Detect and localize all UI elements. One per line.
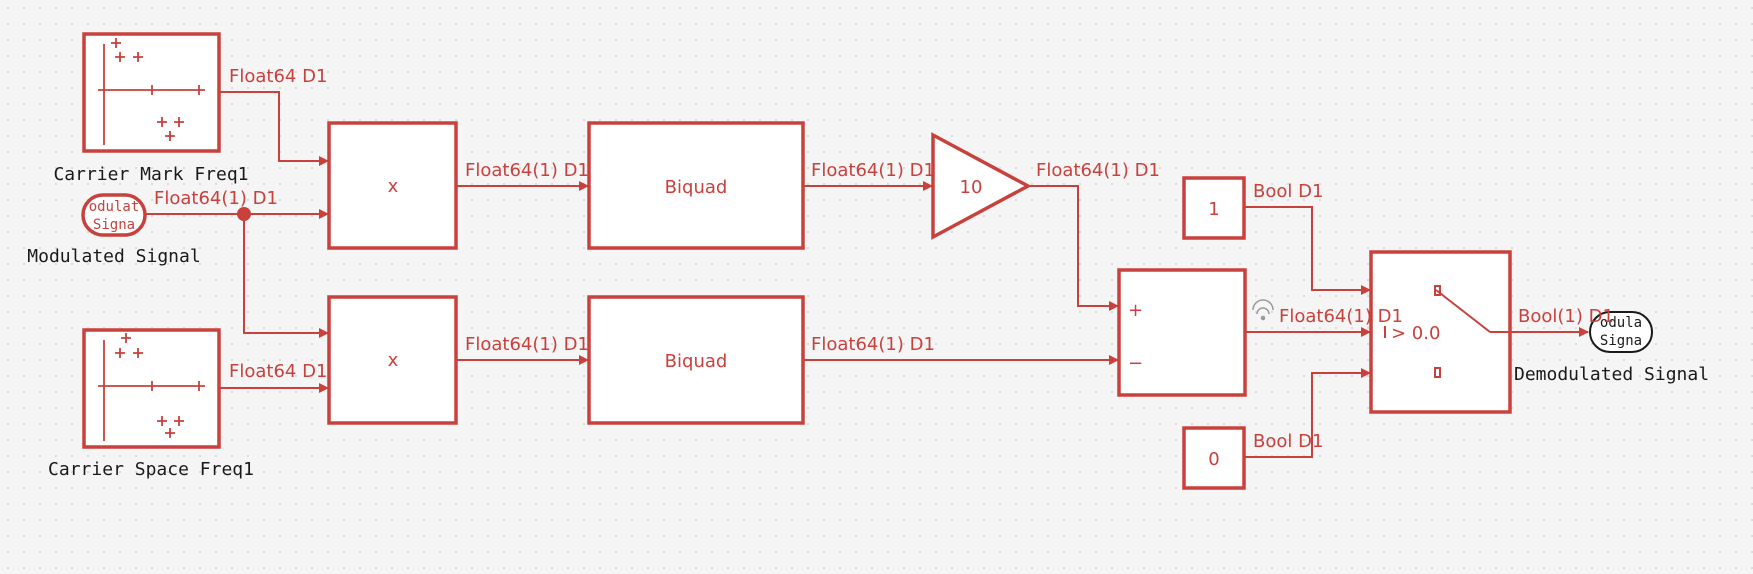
biquad-label: Biquad [665,351,728,372]
carrier-space-label: Carrier Space Freq1 [48,459,254,480]
signal-label-biquad-bottom: Float64(1) D1 [811,334,935,355]
signal-label-product-bottom: Float64(1) D1 [465,334,589,355]
sum-minus-sign: − [1128,353,1143,374]
biquad-block-top[interactable]: Biquad [587,121,805,250]
signal-label-gain: Float64(1) D1 [1036,160,1160,181]
product-symbol: x [388,350,399,371]
scope-plot-icon [98,333,205,441]
gain-value: 10 [960,177,983,198]
constant-value: 0 [1208,449,1219,470]
wires [146,91,1589,458]
demodulated-signal-label: Demodulated Signal [1514,364,1709,385]
constant-value: 1 [1208,199,1219,220]
sum-block[interactable]: + − [1117,268,1247,397]
switch-block[interactable]: > 0.0 [1369,250,1512,414]
product-block-bottom[interactable]: x [327,295,458,425]
gain-block[interactable]: 10 [931,132,1032,240]
signal-label-biquad-top: Float64(1) D1 [811,160,935,181]
signal-broadcast-icon [1252,299,1274,321]
modulated-signal-inport[interactable]: odulat Signa Modulated Signal [27,193,201,267]
signal-label-sum: Float64(1) D1 [1279,306,1403,327]
carrier-space-block[interactable]: Carrier Space Freq1 [48,328,254,480]
wire-gain-to-sum[interactable] [1030,185,1119,311]
product-symbol: x [388,176,399,197]
modulated-signal-label: Modulated Signal [27,246,200,267]
carrier-mark-block[interactable]: Carrier Mark Freq1 [53,32,249,185]
switch-threshold: > 0.0 [1391,323,1440,344]
signal-label-mark: Float64 D1 [229,66,327,87]
outport-text-1: odula [1600,315,1642,331]
biquad-block-bottom[interactable]: Biquad [587,295,805,425]
carrier-mark-label: Carrier Mark Freq1 [53,164,248,185]
constant-one-block[interactable]: 1 [1182,176,1246,240]
biquad-label: Biquad [665,177,728,198]
signal-label-space: Float64 D1 [229,361,327,382]
wire-one-to-switch[interactable] [1245,206,1371,295]
constant-zero-block[interactable]: 0 [1182,426,1246,490]
outport-text-2: Signa [1600,333,1642,349]
demodulated-signal-outport[interactable]: odula Signa Demodulated Signal [1514,311,1709,385]
inport-text-1: odulat [89,199,140,215]
branch-point [237,207,251,221]
signal-label-product-top: Float64(1) D1 [465,160,589,181]
wire-zero-to-switch[interactable] [1245,368,1371,458]
product-block-top[interactable]: x [327,121,458,250]
switch-icon [1384,285,1511,378]
signal-label-switch: Bool(1) D1 [1518,306,1614,327]
scope-plot-icon [98,38,205,145]
signal-label-one: Bool D1 [1253,181,1323,202]
sum-plus-sign: + [1128,300,1143,321]
signal-label-modulated: Float64(1) D1 [154,188,278,209]
signal-label-zero: Bool D1 [1253,431,1323,452]
wire-mod-branch-to-product-bottom[interactable] [243,214,329,338]
wire-mark-to-product[interactable] [220,91,329,166]
inport-text-2: Signa [93,217,135,233]
